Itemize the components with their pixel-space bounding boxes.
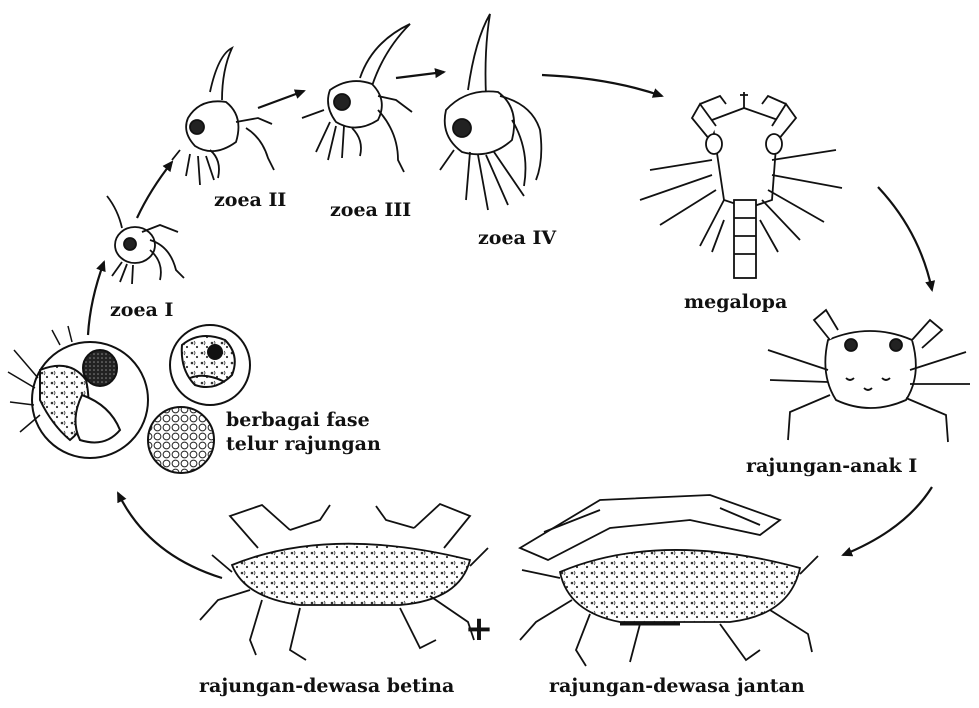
juvenile-crab-illustration [768,310,970,442]
eggs-label-line2: telur rajungan [226,434,381,455]
eggs-label-line1: berbagai fase [226,410,370,431]
egg-large-illustration [8,326,148,458]
egg-stage-embryo [170,325,250,405]
megalopa-label: megalopa [684,292,787,313]
arrow-zoea4-to-megalopa [542,75,662,96]
adult-male-label: rajungan-dewasa jantan [549,676,805,697]
arrow-zoea3-to-zoea4 [396,72,444,78]
zoea-4-illustration [440,14,541,210]
zoea-1-label: zoea I [110,300,173,321]
arrow-zoea2-to-zoea3 [258,91,304,108]
zoea-2-label: zoea II [214,190,286,211]
arrow-zoea1-to-zoea2 [137,162,172,218]
zoea-4-label: zoea IV [478,228,556,249]
arrow-juvenile-to-adults [843,487,932,555]
adult-female-crab-illustration [200,504,488,660]
egg-stage-cleavage [148,407,214,473]
megalopa-illustration [640,92,842,278]
adult-female-label: rajungan-dewasa betina [199,676,454,697]
juvenile-label: rajungan-anak I [746,456,917,477]
plus-symbol: + [465,609,494,649]
arrow-adults-to-eggs [118,493,222,578]
zoea-3-label: zoea III [330,200,411,221]
zoea-1-illustration [107,196,184,284]
arrow-megalopa-to-juvenile [878,187,932,290]
adult-male-crab-illustration [520,495,818,666]
zoea-3-illustration [302,24,412,172]
zoea-2-illustration [172,48,274,185]
arrow-eggs-to-zoea1 [88,262,104,335]
